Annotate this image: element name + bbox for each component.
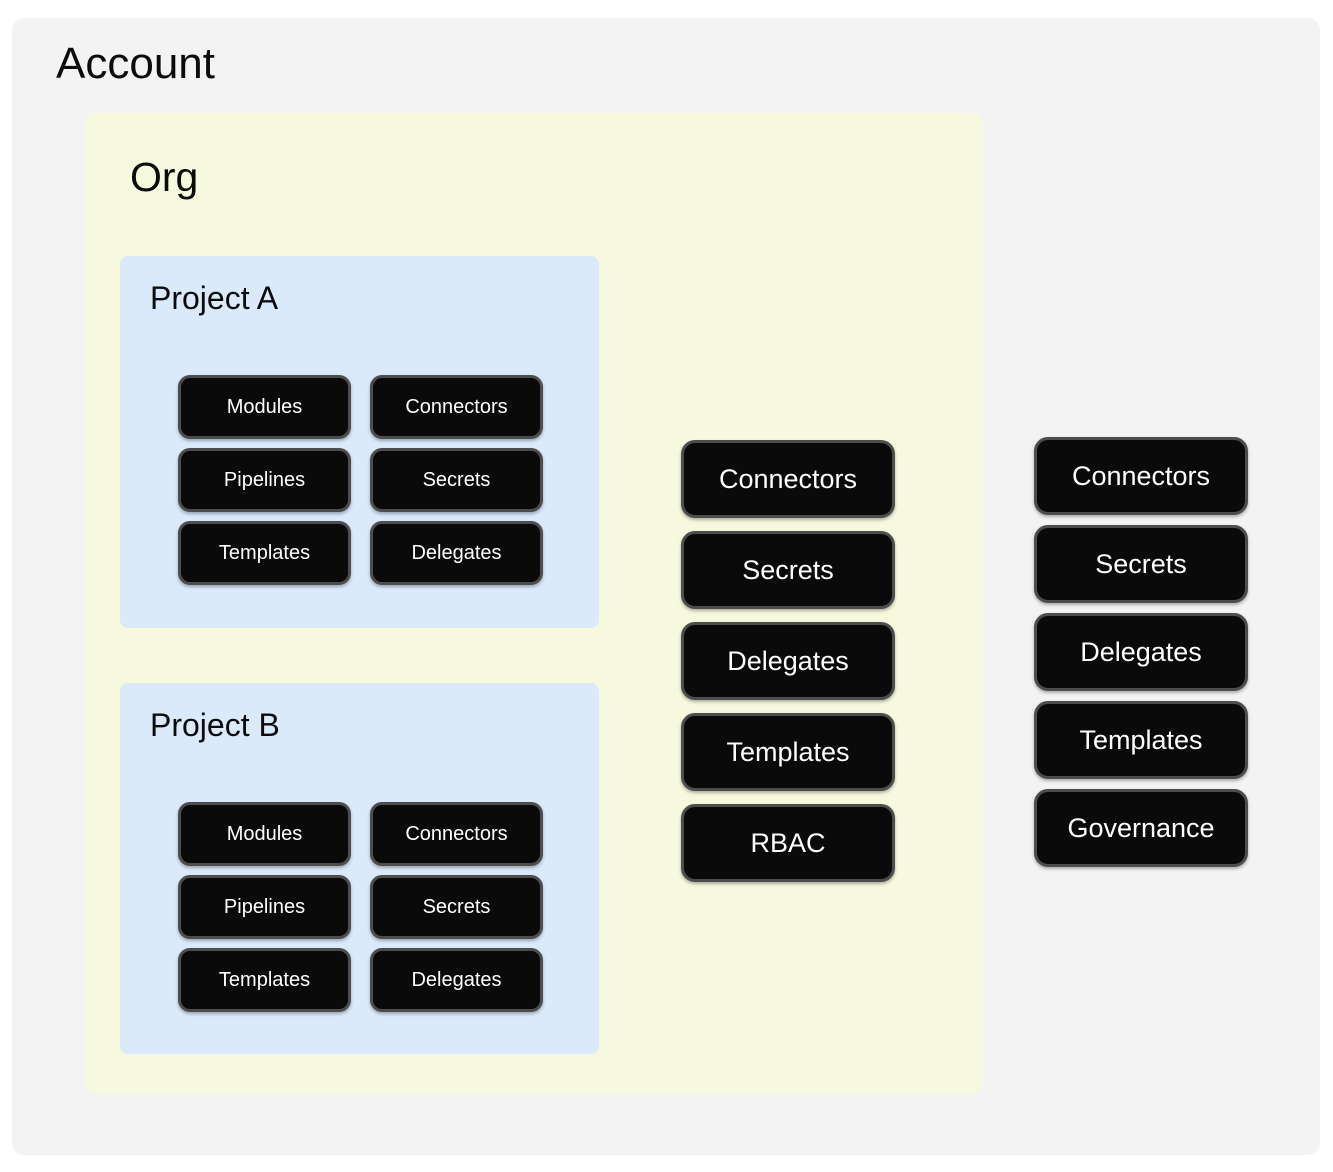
project-a-container: Project A Modules Connectors Pipelines S… bbox=[120, 256, 599, 628]
node-templates: Templates bbox=[178, 948, 351, 1012]
node-templates: Templates bbox=[681, 713, 895, 791]
node-delegates: Delegates bbox=[1034, 613, 1248, 691]
node-secrets: Secrets bbox=[370, 875, 543, 939]
account-container: Account Org Project A Modules Connectors… bbox=[12, 18, 1320, 1155]
node-governance: Governance bbox=[1034, 789, 1248, 867]
node-delegates: Delegates bbox=[370, 948, 543, 1012]
node-modules: Modules bbox=[178, 375, 351, 439]
node-delegates: Delegates bbox=[681, 622, 895, 700]
account-node-column: Connectors Secrets Delegates Templates G… bbox=[1034, 437, 1248, 867]
node-pipelines: Pipelines bbox=[178, 875, 351, 939]
org-node-column: Connectors Secrets Delegates Templates R… bbox=[681, 440, 895, 882]
project-a-node-grid: Modules Connectors Pipelines Secrets Tem… bbox=[178, 375, 543, 585]
node-connectors: Connectors bbox=[681, 440, 895, 518]
account-title: Account bbox=[56, 39, 215, 88]
node-modules: Modules bbox=[178, 802, 351, 866]
org-title: Org bbox=[130, 154, 199, 200]
node-templates: Templates bbox=[178, 521, 351, 585]
project-b-container: Project B Modules Connectors Pipelines S… bbox=[120, 683, 599, 1054]
node-rbac: RBAC bbox=[681, 804, 895, 882]
node-pipelines: Pipelines bbox=[178, 448, 351, 512]
project-b-title: Project B bbox=[150, 707, 280, 743]
node-delegates: Delegates bbox=[370, 521, 543, 585]
node-connectors: Connectors bbox=[1034, 437, 1248, 515]
node-secrets: Secrets bbox=[370, 448, 543, 512]
org-container: Org Project A Modules Connectors Pipelin… bbox=[85, 113, 983, 1093]
node-connectors: Connectors bbox=[370, 375, 543, 439]
node-secrets: Secrets bbox=[1034, 525, 1248, 603]
project-a-title: Project A bbox=[150, 280, 279, 316]
node-templates: Templates bbox=[1034, 701, 1248, 779]
node-connectors: Connectors bbox=[370, 802, 543, 866]
project-b-node-grid: Modules Connectors Pipelines Secrets Tem… bbox=[178, 802, 543, 1012]
node-secrets: Secrets bbox=[681, 531, 895, 609]
